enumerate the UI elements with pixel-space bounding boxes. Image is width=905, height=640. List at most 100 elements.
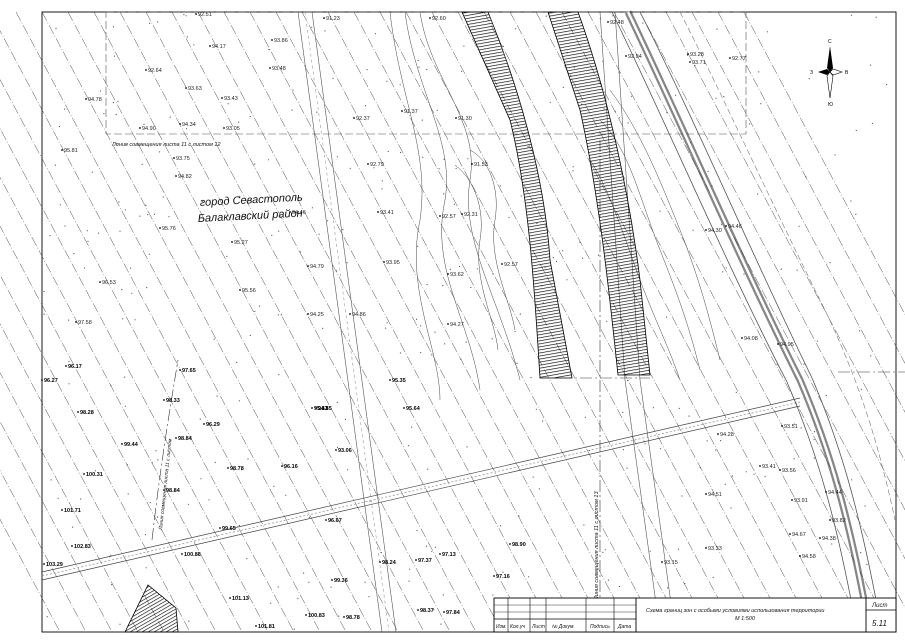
elevation-label: 97.13 (442, 552, 456, 558)
contour-line (0, 469, 87, 633)
elevation-point (367, 163, 369, 165)
elevation-label: 97.84 (446, 610, 461, 616)
elevation-label: 94.28 (720, 432, 734, 438)
elevation-point (777, 343, 779, 345)
elevation-label: 101.13 (232, 596, 249, 602)
elevation-point (819, 537, 821, 539)
elevation-point (717, 433, 719, 435)
elevation-label: 94.51 (708, 492, 722, 498)
elevation-point (315, 407, 317, 409)
compass-west: З (810, 70, 813, 76)
contour-line (67, 11, 399, 633)
elevation-label: 93.71 (692, 60, 706, 66)
elevation-label: 93.28 (690, 52, 704, 58)
contour-line (587, 11, 905, 609)
elevation-label: 92.51 (198, 12, 212, 18)
elevation-point (779, 469, 781, 471)
elevation-point (471, 163, 473, 165)
contour-line (0, 176, 243, 633)
contour-line (353, 11, 685, 633)
elevation-point (415, 559, 417, 561)
elevation-label: 94.95 (780, 342, 794, 348)
elevation-label: 92.31 (464, 212, 478, 218)
elevation-label: 98.28 (80, 410, 94, 416)
elevation-point (509, 543, 511, 545)
elevation-point (61, 149, 63, 151)
title-block-col-1: Изм. (496, 624, 507, 630)
elevation-label: 97.16 (496, 574, 510, 580)
elevation-label: 97.37 (418, 558, 432, 564)
elevation-point (239, 289, 241, 291)
elevation-label: 93.15 (664, 560, 678, 566)
elevation-label: 94.58 (802, 554, 816, 560)
elevation-point (269, 67, 271, 69)
elevation-point (203, 423, 205, 425)
elevation-point (61, 509, 63, 511)
elevation-point (377, 211, 379, 213)
elevation-point (175, 175, 177, 177)
contour-line (0, 274, 191, 633)
elevation-point (383, 261, 385, 263)
compass-rose: С Ю В З (810, 39, 849, 108)
elevation-label: 94.38 (822, 536, 836, 542)
contour-line (431, 11, 763, 633)
elevation-point (221, 97, 223, 99)
elevation-label: 94.79 (310, 264, 324, 270)
elevation-point (163, 399, 165, 401)
elevation-point (195, 13, 197, 15)
elevation-point (159, 227, 161, 229)
zone-boundary-lines (151, 140, 905, 600)
elevation-label: 97.58 (78, 320, 92, 326)
elevation-point (379, 561, 381, 563)
elevation-point (305, 614, 307, 616)
elevation-point (791, 499, 793, 501)
contour-line (743, 11, 905, 315)
elevation-label: 91.23 (326, 16, 340, 22)
elevation-label: 95.83 (314, 406, 328, 412)
elevation-label: 93.62 (450, 272, 464, 278)
title-block-sheet-label: Лист (871, 603, 887, 609)
elevation-label: 91.37 (404, 109, 418, 115)
elevation-point (289, 211, 291, 213)
elevation-label: 93.82 (832, 518, 846, 524)
title-block-sheet-number: 5.11 (872, 619, 887, 628)
elevation-label: 93.95 (386, 260, 400, 266)
elevation-label: 93.91 (794, 498, 808, 504)
contour-line (197, 11, 529, 633)
elevation-label: 92.64 (148, 68, 162, 74)
title-block-scale: М 1:500 (735, 616, 756, 622)
elevation-label: 100.83 (308, 613, 325, 619)
elevation-point (455, 117, 457, 119)
elevation-label: 92.57 (442, 214, 456, 220)
elevation-point (439, 553, 441, 555)
elevation-point (759, 465, 761, 467)
elevation-point (71, 545, 73, 547)
title-block-col-2: Кол.уч (510, 624, 525, 630)
elevation-point (349, 313, 351, 315)
contour-line (0, 128, 269, 633)
elevation-label: 94.85 (318, 406, 332, 412)
elevation-label: 92.77 (732, 56, 746, 62)
elevation-point (353, 117, 355, 119)
railway-diagonal (41, 397, 801, 581)
elevation-point (41, 379, 43, 381)
elevation-label: 95.81 (64, 148, 78, 154)
elevation-point (493, 575, 495, 577)
contour-line (93, 11, 425, 633)
elevation-label: 99.44 (124, 442, 139, 448)
elevation-label: 94.78 (88, 97, 102, 103)
elevation-label: 96.16 (284, 464, 298, 470)
contour-line (119, 11, 451, 633)
contour-line (223, 11, 555, 633)
elevation-point (139, 127, 141, 129)
road-curved-right (611, 10, 896, 633)
elevation-point (725, 225, 727, 227)
elevation-label: 92.37 (356, 116, 370, 122)
match-line-left-label: Линия совмещения листа 11 с листом (158, 438, 174, 531)
elevation-label: 100.31 (86, 472, 103, 478)
elevation-point (311, 407, 313, 409)
elevation-point (175, 437, 177, 439)
elevation-point (83, 473, 85, 475)
elevation-point (75, 321, 77, 323)
